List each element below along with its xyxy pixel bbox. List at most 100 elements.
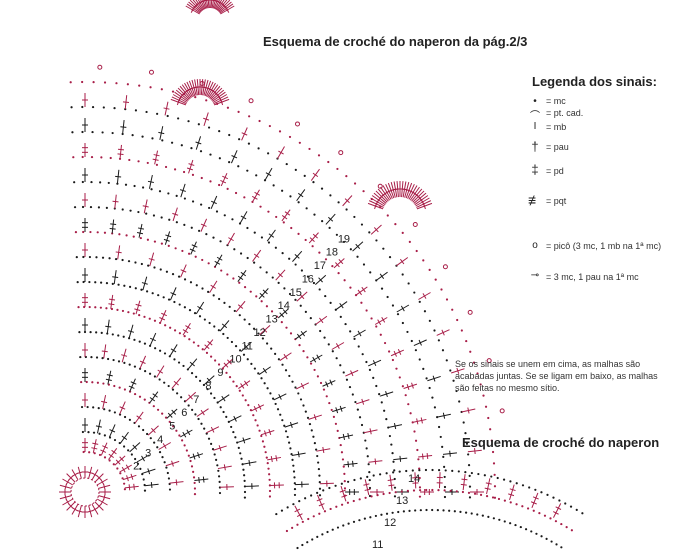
chain-dot — [304, 497, 307, 500]
chain-dot — [100, 331, 103, 334]
stitch-bar — [109, 298, 116, 301]
chain-dot — [485, 494, 489, 498]
stitch-bar — [339, 302, 344, 309]
chain-dot — [304, 310, 307, 313]
chain-dot — [85, 380, 88, 384]
chain-dot — [212, 294, 215, 297]
stitch-bar — [388, 484, 395, 487]
chain-dot — [340, 482, 343, 485]
chain-dot — [209, 180, 212, 183]
stitch-mark — [260, 430, 275, 436]
row-number-lower: 12 — [384, 517, 396, 529]
chain-dot — [102, 106, 105, 109]
chain-dot — [116, 467, 119, 470]
chain-dot — [353, 215, 356, 219]
chain-dot — [391, 358, 395, 362]
chain-dot — [233, 309, 236, 313]
stitch-bar — [200, 223, 207, 227]
stitch-bar — [299, 294, 305, 300]
stitch-bar — [100, 449, 107, 453]
stitch-bar — [133, 483, 135, 490]
stitch-bar — [314, 527, 319, 530]
chain-dot — [315, 448, 318, 451]
chain-dot — [469, 350, 472, 353]
chain-dot — [140, 262, 143, 266]
stitch-bar — [472, 505, 478, 506]
chain-dot — [238, 138, 241, 141]
stitch-bar — [65, 499, 70, 505]
chain-dot — [81, 130, 84, 134]
chain-dot — [103, 81, 107, 84]
chain-dot — [205, 351, 209, 354]
chain-dot — [242, 353, 246, 356]
chain-dot — [149, 437, 152, 440]
chain-dot — [270, 310, 274, 313]
chain-dot — [115, 82, 118, 85]
stitch-bar — [298, 535, 303, 538]
chain-dot — [280, 321, 283, 324]
stitch-mark — [322, 380, 336, 387]
chain-dot — [280, 509, 284, 512]
chain-dot — [182, 364, 185, 368]
stitch-bar — [87, 510, 94, 513]
stitch-bar — [64, 483, 67, 490]
chain-dot — [253, 231, 256, 234]
chain-dot — [203, 318, 206, 321]
stitch-bar — [220, 99, 224, 106]
chain-dot — [379, 473, 382, 476]
legend-label-combo: = 3 mc, 1 pau na 1ª mc — [546, 272, 639, 282]
stitch-bar — [262, 367, 267, 374]
chain-dot — [228, 305, 231, 308]
stitch-bar — [214, 260, 221, 265]
chain-dot — [145, 110, 148, 114]
stitch-mark — [524, 513, 530, 528]
chain-dot — [418, 300, 421, 303]
chain-dot — [207, 437, 211, 440]
stitch-bar — [283, 353, 288, 360]
chain-dot — [388, 491, 391, 495]
chain-dot — [395, 367, 398, 370]
chain-dot — [243, 196, 246, 199]
chain-dot — [401, 321, 404, 325]
chain-dot — [71, 131, 74, 134]
chain-dot — [207, 126, 211, 129]
stitch-bar — [231, 155, 238, 159]
chain-dot — [288, 374, 291, 378]
chain-dot — [234, 191, 238, 195]
chain-dot — [276, 408, 280, 411]
chain-dot — [195, 284, 198, 287]
chain-dot — [237, 446, 240, 449]
stitch-bar — [149, 397, 156, 402]
chain-dot — [139, 467, 142, 470]
chain-dot — [526, 507, 530, 510]
chain-dot — [470, 512, 473, 515]
chain-dot — [90, 356, 93, 359]
chain-dot — [187, 404, 190, 407]
chain-dot — [246, 226, 249, 230]
stitch-bar — [158, 131, 165, 135]
chain-dot — [101, 357, 104, 360]
chain-dot — [217, 363, 221, 366]
chain-dot — [422, 259, 425, 262]
chain-dot — [175, 429, 178, 432]
chain-dot — [304, 238, 307, 242]
chain-dot — [178, 332, 182, 335]
chain-dot — [309, 317, 312, 320]
chain-dot — [288, 441, 291, 444]
chain-dot — [134, 261, 137, 264]
stitch-bar — [65, 479, 70, 485]
chain-dot — [365, 360, 368, 364]
stitch-bar — [284, 211, 291, 216]
chain-dot — [259, 205, 262, 208]
chain-dot — [180, 144, 183, 147]
row-number: 18 — [326, 247, 338, 259]
chain-dot — [138, 84, 141, 87]
chain-dot — [414, 439, 418, 442]
stitch-bar — [406, 384, 410, 391]
chain-dot — [138, 314, 141, 317]
chain-dot — [127, 260, 131, 263]
chain-dot — [270, 347, 273, 350]
stitch-bar — [262, 327, 268, 333]
chain-dot — [390, 443, 393, 446]
chain-dot — [178, 434, 181, 437]
